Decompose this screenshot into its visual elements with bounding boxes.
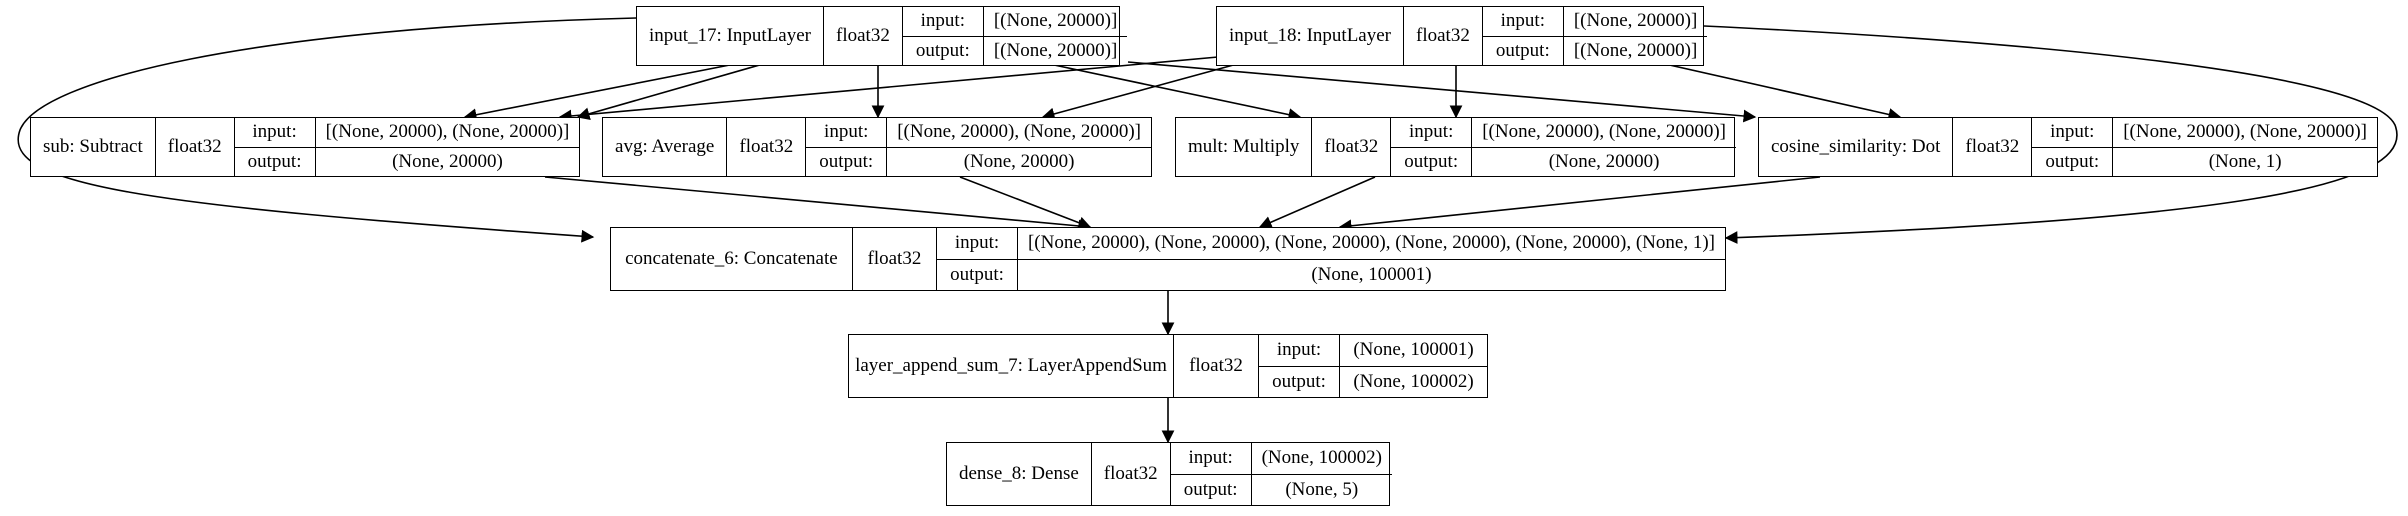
node-input-17[interactable]: input_17: InputLayer float32 input: [(Non… — [636, 6, 1128, 66]
output-shape: (None, 100001) — [1311, 263, 1432, 285]
output-shape: (None, 100002) — [1353, 370, 1474, 392]
input-shape: [(None, 20000)] — [993, 10, 1118, 32]
node-label: input_18: InputLayer — [1217, 7, 1404, 65]
edge-input17-avg — [576, 61, 771, 120]
node-dtype: float32 — [1404, 7, 1483, 65]
node-dtype: float32 — [1312, 118, 1392, 176]
edge-avg-concat — [959, 176, 1092, 229]
input-key: input: — [235, 118, 316, 147]
node-dense[interactable]: dense_8: Dense float32 input: (None, 1000… — [946, 442, 1392, 506]
edge-input17-cosine — [1127, 61, 1757, 123]
edge-sub-concat — [544, 176, 1092, 233]
node-dtype: float32 — [1174, 335, 1259, 397]
output-key: output: — [1391, 147, 1473, 176]
output-shape: [(None, 20000)] — [993, 39, 1118, 61]
node-input-18[interactable]: input_18: InputLayer float32 input: [(Non… — [1216, 6, 1708, 66]
node-label: sub: Subtract — [31, 118, 156, 176]
node-label: avg: Average — [603, 118, 728, 176]
input-shape: [(None, 20000), (None, 20000)] — [1482, 121, 1726, 143]
input-key: input: — [1483, 7, 1564, 36]
input-key: input: — [1391, 118, 1473, 147]
node-label: dense_8: Dense — [947, 443, 1092, 505]
input-key: input: — [1259, 335, 1340, 366]
output-shape: (None, 20000) — [1548, 150, 1660, 172]
node-dtype: float32 — [1953, 118, 2033, 176]
input-key: input: — [806, 118, 888, 147]
output-key: output: — [903, 36, 984, 65]
output-shape: [(None, 20000)] — [1573, 39, 1698, 61]
input-key: input: — [937, 228, 1018, 259]
input-shape: (None, 100002) — [1261, 447, 1382, 469]
edge-input17-sub — [463, 61, 746, 122]
input-shape: [(None, 20000), (None, 20000)] — [325, 121, 570, 143]
node-concatenate[interactable]: concatenate_6: Concatenate float32 input… — [610, 227, 1726, 291]
node-cosine-similarity[interactable]: cosine_similarity: Dot float32 input: [(N… — [1758, 117, 2378, 177]
output-shape: (None, 5) — [1285, 478, 1359, 500]
input-shape: [(None, 20000), (None, 20000)] — [2123, 121, 2368, 143]
node-label: mult: Multiply — [1176, 118, 1313, 176]
output-key: output: — [1483, 36, 1564, 65]
output-key: output: — [1259, 366, 1340, 397]
node-label: cosine_similarity: Dot — [1759, 118, 1954, 176]
node-label: concatenate_6: Concatenate — [611, 228, 853, 290]
edge-cosine-concat — [1338, 176, 1821, 233]
output-shape: (None, 20000) — [392, 150, 503, 172]
node-dtype: float32 — [727, 118, 807, 176]
input-key: input: — [903, 7, 984, 36]
node-label: layer_append_sum_7: LayerAppendSum — [849, 335, 1174, 397]
edge-mult-concat — [1258, 176, 1376, 229]
input-shape: [(None, 20000), (None, 20000), (None, 20… — [1027, 232, 1715, 254]
output-key: output: — [235, 147, 316, 176]
input-key: input: — [1171, 443, 1252, 474]
output-shape: (None, 1) — [2208, 150, 2282, 172]
node-sub[interactable]: sub: Subtract float32 input: [(None, 2000… — [30, 117, 580, 177]
output-key: output: — [937, 259, 1018, 290]
node-mult[interactable]: mult: Multiply float32 input: [(None, 200… — [1175, 117, 1736, 177]
node-avg[interactable]: avg: Average float32 input: [(None, 20000… — [602, 117, 1152, 177]
node-dtype: float32 — [1092, 443, 1171, 505]
input-shape: [(None, 20000), (None, 20000)] — [897, 121, 1141, 143]
node-label: input_17: InputLayer — [637, 7, 824, 65]
output-key: output: — [1171, 474, 1252, 505]
edge-input17-concat — [17, 17, 637, 243]
edge-input18-concat — [1703, 25, 2398, 244]
edge-input18-sub — [558, 54, 1241, 123]
output-key: output: — [2032, 147, 2114, 176]
input-shape: (None, 100001) — [1353, 339, 1474, 361]
input-shape: [(None, 20000)] — [1573, 10, 1698, 32]
output-key: output: — [806, 147, 888, 176]
node-dtype: float32 — [156, 118, 235, 176]
node-dtype: float32 — [824, 7, 903, 65]
edge-input17-mult — [1039, 61, 1302, 121]
output-shape: (None, 20000) — [963, 150, 1075, 172]
input-key: input: — [2032, 118, 2114, 147]
node-layer-append-sum[interactable]: layer_append_sum_7: LayerAppendSum float… — [848, 334, 1488, 398]
node-dtype: float32 — [853, 228, 937, 290]
